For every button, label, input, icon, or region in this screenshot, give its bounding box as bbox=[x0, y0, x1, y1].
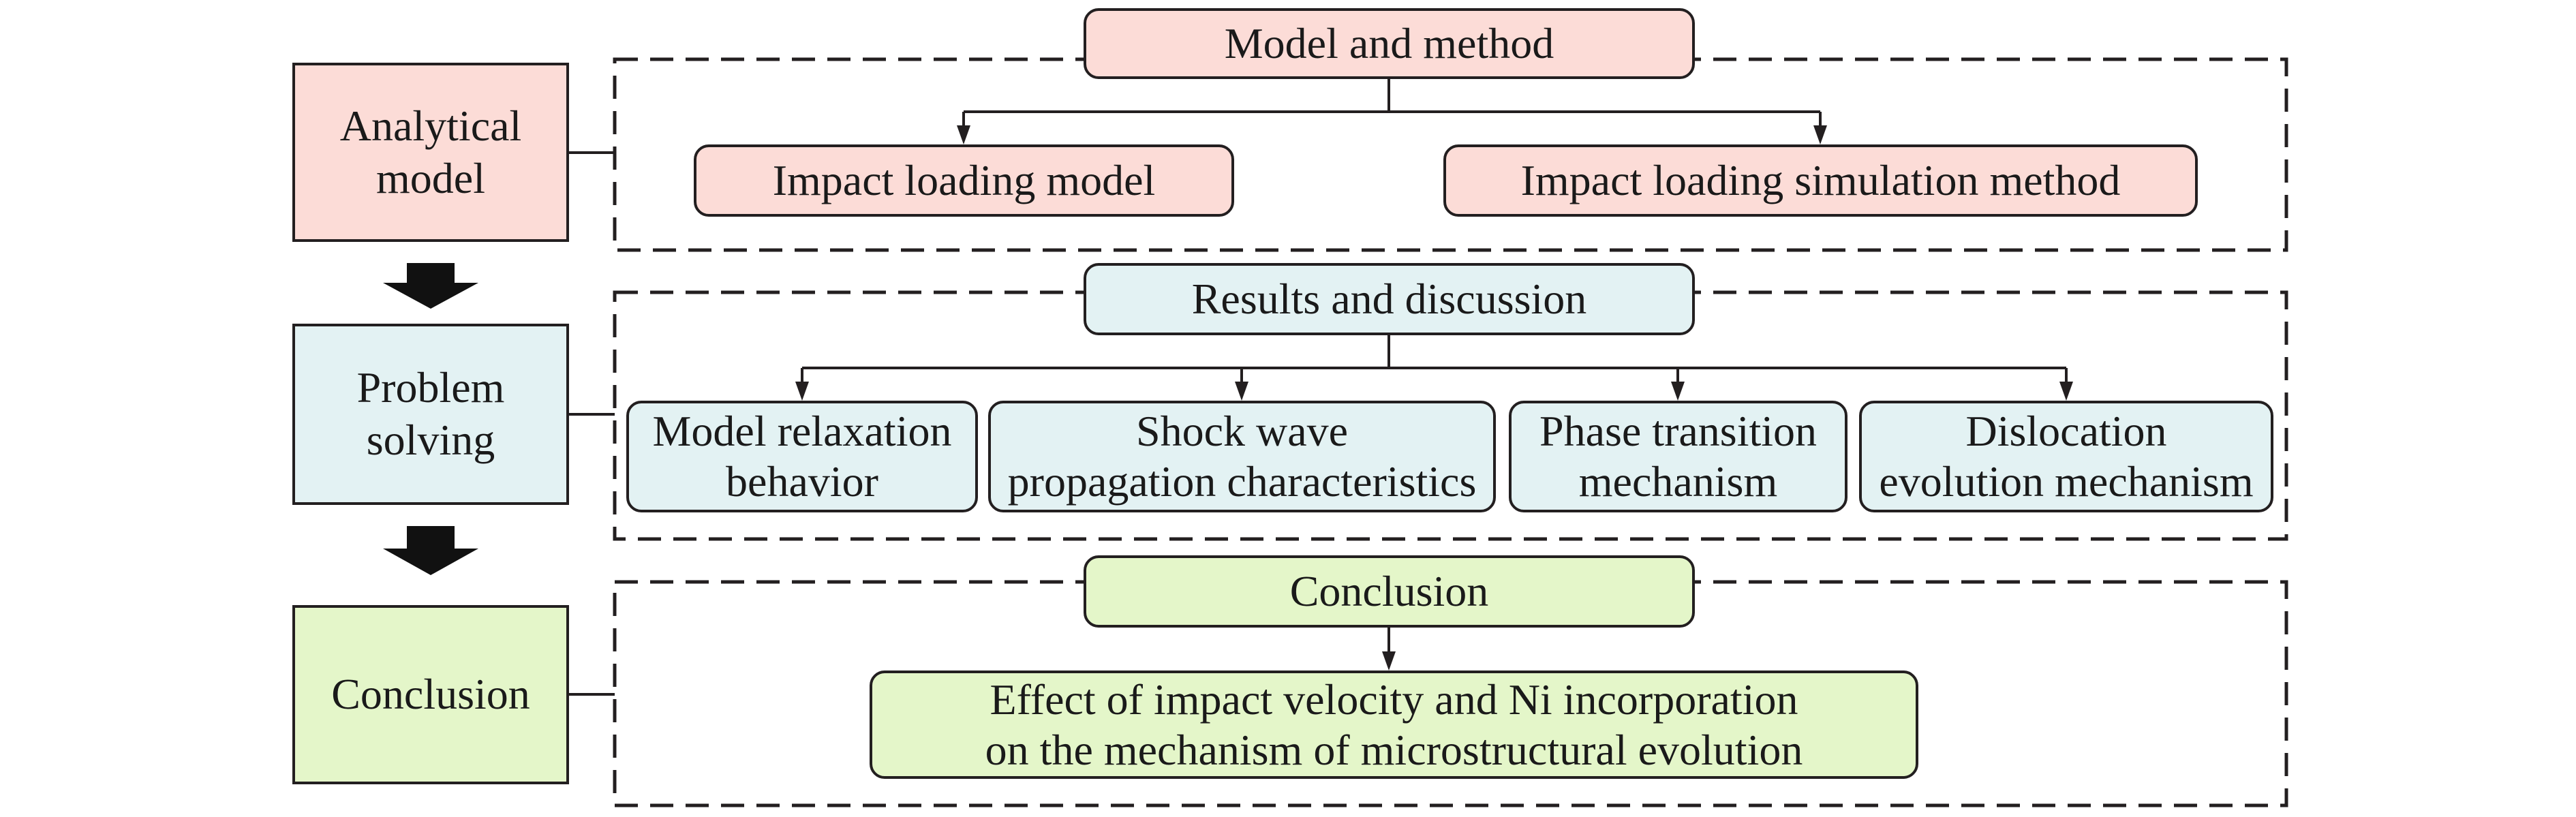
node-label: Dislocation evolution mechanism bbox=[1879, 407, 2254, 506]
stage-analytical-model: Analytical model bbox=[292, 63, 569, 242]
node-shock-wave-propagation: Shock wave propagation characteristics bbox=[988, 401, 1496, 512]
node-label: Impact loading model bbox=[772, 156, 1156, 205]
arrowhead bbox=[2059, 382, 2073, 401]
node-phase-transition-mechanism: Phase transition mechanism bbox=[1509, 401, 1847, 512]
stage-label: Conclusion bbox=[331, 670, 530, 719]
arrowhead bbox=[795, 382, 809, 401]
node-impact-loading-model: Impact loading model bbox=[694, 144, 1234, 217]
stage-label: Problem solving bbox=[356, 363, 505, 464]
node-impact-loading-simulation-method: Impact loading simulation method bbox=[1443, 144, 2198, 217]
stage-problem-solving: Problem solving bbox=[292, 324, 569, 505]
arrowhead bbox=[1235, 382, 1248, 401]
down-block-arrow-1 bbox=[383, 263, 478, 309]
arrowhead bbox=[1671, 382, 1685, 401]
section-header-label: Model and method bbox=[1224, 19, 1554, 68]
node-label: Phase transition mechanism bbox=[1539, 407, 1818, 506]
section-header-label: Conclusion bbox=[1289, 567, 1489, 616]
node-label: Impact loading simulation method bbox=[1520, 156, 2121, 205]
stage-label: Analytical model bbox=[339, 101, 522, 202]
section-header-label: Results and discussion bbox=[1191, 275, 1587, 324]
arrowhead bbox=[1382, 651, 1396, 670]
arrowhead bbox=[957, 125, 970, 144]
arrowhead bbox=[1813, 125, 1827, 144]
down-block-arrow-2 bbox=[383, 526, 478, 575]
node-effect-of-impact-velocity: Effect of impact velocity and Ni incorpo… bbox=[870, 670, 1918, 779]
section-header-model-and-method: Model and method bbox=[1084, 8, 1695, 79]
node-dislocation-evolution-mechanism: Dislocation evolution mechanism bbox=[1859, 401, 2273, 512]
node-label: Effect of impact velocity and Ni incorpo… bbox=[985, 675, 1803, 774]
node-model-relaxation-behavior: Model relaxation behavior bbox=[626, 401, 978, 512]
tree-connector-results bbox=[801, 335, 2068, 383]
section-header-results-and-discussion: Results and discussion bbox=[1084, 263, 1695, 335]
stage-conclusion: Conclusion bbox=[292, 605, 569, 784]
tree-connector-model bbox=[962, 79, 1822, 127]
node-label: Model relaxation behavior bbox=[652, 407, 952, 506]
section-header-conclusion: Conclusion bbox=[1084, 555, 1695, 628]
node-label: Shock wave propagation characteristics bbox=[1007, 407, 1477, 506]
